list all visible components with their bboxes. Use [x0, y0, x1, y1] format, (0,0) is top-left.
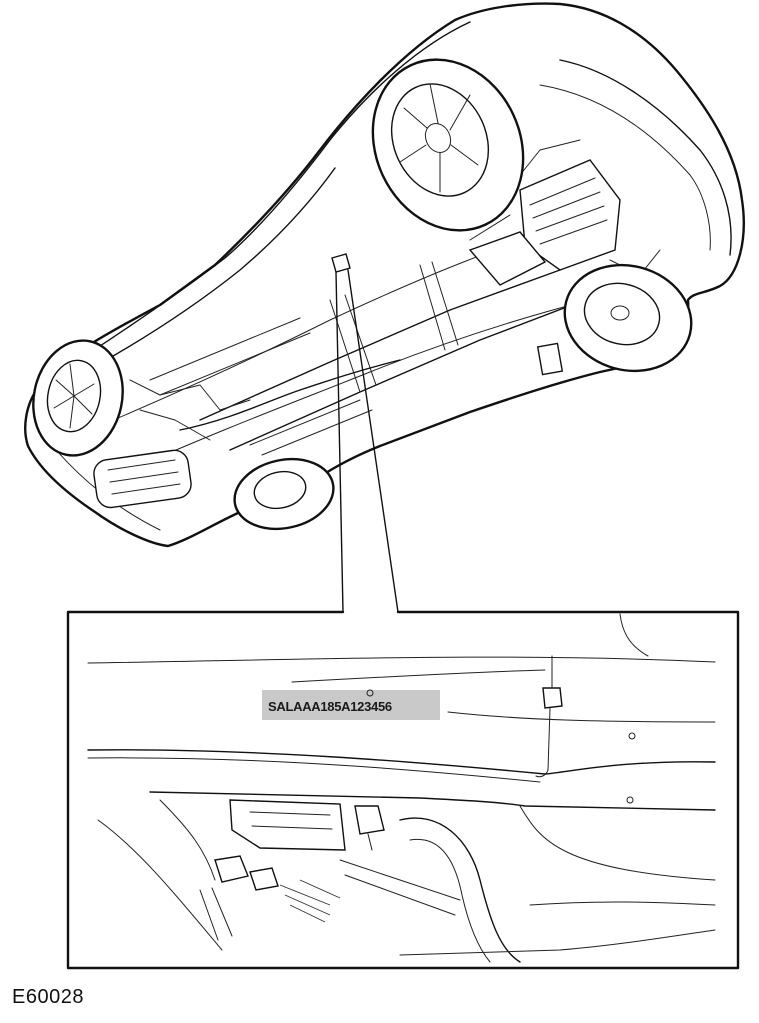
body-door-line	[69, 167, 336, 381]
vin-check-mark	[366, 689, 374, 697]
sill-panel-edge	[619, 613, 649, 657]
wheel-front-upper	[371, 58, 525, 232]
floor-edge-left-inner	[159, 799, 216, 881]
vin-plate	[262, 690, 440, 720]
vin-location-marker	[331, 253, 351, 273]
exhaust-pipe	[179, 359, 401, 431]
fastener-upper	[354, 805, 385, 835]
sill-lower-edge	[87, 749, 716, 775]
rim-front-lower	[583, 282, 661, 346]
floor-edge-left	[97, 819, 223, 951]
drain-hole	[628, 732, 636, 740]
floor-bottom-line	[399, 929, 716, 956]
heat-shield-ribs	[279, 879, 341, 923]
leader-line-left	[335, 271, 344, 613]
rim-front-upper	[390, 83, 490, 197]
leader-lines	[335, 269, 399, 613]
detail-view: SALAAA185A123456	[87, 613, 716, 963]
chassis-rail-lower	[519, 805, 716, 881]
fuel-line-clip-2	[249, 867, 279, 891]
rim-rear-lower	[253, 470, 307, 510]
tire-rear-left	[32, 339, 124, 457]
wheel-rear-lower	[233, 457, 335, 531]
leader-line-right	[347, 269, 399, 613]
fuel-line-clip	[214, 855, 249, 883]
engine-ribs	[529, 177, 608, 245]
body-upper-contour	[59, 21, 471, 373]
sill-right-edge	[447, 711, 716, 723]
rear-suspension	[129, 379, 251, 441]
rim-rear-left	[46, 359, 102, 433]
tank-bracket	[229, 799, 346, 851]
front-bumper-inner	[539, 84, 711, 251]
hub-front-upper	[424, 122, 452, 154]
floor-rails	[149, 317, 373, 456]
cross-member	[329, 261, 459, 393]
sill-lower-edge-inner	[87, 757, 541, 783]
fuel-tank-ribs	[107, 459, 181, 495]
sill-top-edge	[87, 656, 716, 664]
figure-reference-number: E60028	[12, 986, 84, 1008]
floor-tunnel-right	[229, 299, 586, 451]
pipe-clip	[542, 687, 563, 709]
wheel-front-lower	[563, 263, 693, 373]
wheel-rear-left	[32, 339, 124, 457]
tire-rear-lower	[233, 457, 335, 531]
sump-guard	[536, 342, 564, 376]
fastener-upper-stem	[367, 833, 373, 851]
tank-bracket-detail	[249, 811, 333, 830]
spokes-rear-left	[53, 363, 95, 429]
tire-front-upper	[371, 58, 525, 232]
chassis-rail-edge	[149, 791, 716, 811]
pipe-clip-stem	[535, 655, 553, 778]
front-bumper-line	[559, 59, 732, 256]
strap-line	[199, 859, 461, 941]
detail-frame	[66, 610, 740, 970]
chassis-rail-bottom	[529, 901, 716, 906]
exhaust-pipe-detail	[399, 817, 521, 963]
engine-assembly	[468, 139, 661, 376]
drain-hole-lower	[626, 796, 634, 804]
tire-front-lower	[563, 263, 693, 373]
body-sill-line-lower	[129, 299, 591, 471]
floor-tunnel-left	[199, 269, 561, 421]
vin-location-point	[331, 253, 351, 273]
hub-front-lower	[610, 305, 630, 321]
spokes-front-upper	[399, 83, 479, 193]
vin-number: SALAAA185A123456	[268, 699, 392, 714]
transmission	[468, 231, 547, 286]
floor-pan	[93, 261, 586, 509]
vehicle-body	[24, 2, 745, 548]
body-outline	[24, 2, 745, 548]
exhaust-pipe-detail-inner	[409, 838, 491, 963]
sill-upper-face	[291, 669, 546, 683]
